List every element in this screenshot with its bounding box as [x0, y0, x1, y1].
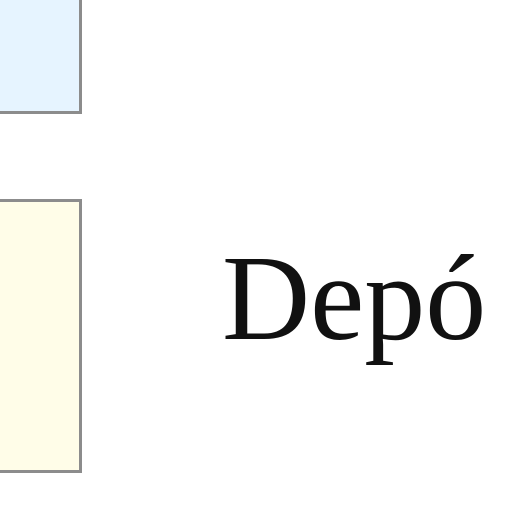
legend-label-deposito: Depó — [222, 231, 487, 366]
legend-swatch-yellow — [0, 199, 82, 473]
legend-swatch-blue — [0, 0, 82, 114]
